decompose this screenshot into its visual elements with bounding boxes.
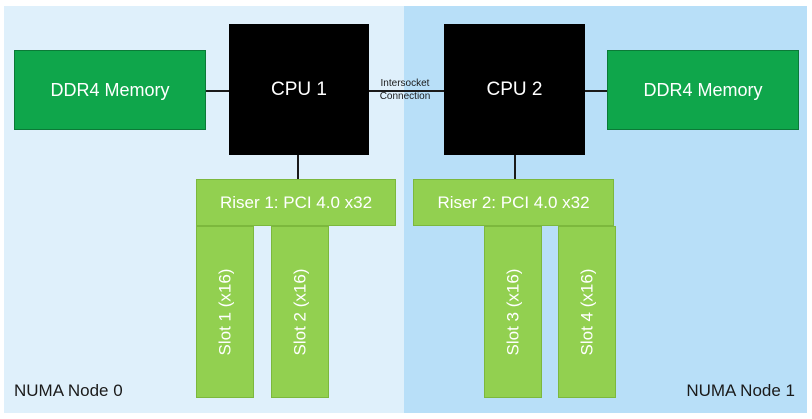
numa-node-1-label: NUMA Node 1 bbox=[686, 381, 795, 400]
slot-3-label: Slot 3 (x16) bbox=[503, 268, 522, 356]
cpu1-riser1-link bbox=[297, 155, 299, 179]
cpu-1: CPU 1 bbox=[229, 24, 369, 155]
ddr4-memory-node1-label: DDR4 Memory bbox=[643, 79, 763, 100]
riser-1: Riser 1: PCI 4.0 x32 bbox=[196, 179, 396, 226]
intersocket-link bbox=[369, 90, 444, 92]
memory-cpu2-link bbox=[585, 90, 607, 92]
slot-2-label: Slot 2 (x16) bbox=[290, 268, 309, 356]
ddr4-memory-node0: DDR4 Memory bbox=[14, 50, 206, 130]
slot-1: Slot 1 (x16) bbox=[196, 226, 254, 398]
riser-1-label: Riser 1: PCI 4.0 x32 bbox=[219, 192, 373, 212]
intersocket-line2: Connection bbox=[379, 91, 431, 102]
slot-4-label: Slot 4 (x16) bbox=[577, 268, 596, 356]
slot-2: Slot 2 (x16) bbox=[271, 226, 329, 398]
intersocket-line1: Intersocket bbox=[380, 78, 430, 89]
riser-2: Riser 2: PCI 4.0 x32 bbox=[413, 179, 614, 226]
ddr4-memory-node1: DDR4 Memory bbox=[607, 50, 799, 130]
numa-node-0-label: NUMA Node 0 bbox=[14, 381, 123, 400]
riser-2-label: Riser 2: PCI 4.0 x32 bbox=[437, 192, 590, 212]
slot-3: Slot 3 (x16) bbox=[484, 226, 542, 398]
intersocket-connection-label: Intersocket Connection bbox=[372, 77, 438, 103]
slot-4: Slot 4 (x16) bbox=[558, 226, 616, 398]
cpu-2-label: CPU 2 bbox=[486, 78, 543, 100]
cpu2-riser2-link bbox=[514, 155, 516, 179]
slot-1-label: Slot 1 (x16) bbox=[215, 268, 234, 356]
memory-cpu1-link bbox=[206, 90, 229, 92]
cpu-1-label: CPU 1 bbox=[271, 78, 327, 100]
ddr4-memory-node0-label: DDR4 Memory bbox=[50, 79, 170, 100]
cpu-2: CPU 2 bbox=[444, 24, 585, 155]
